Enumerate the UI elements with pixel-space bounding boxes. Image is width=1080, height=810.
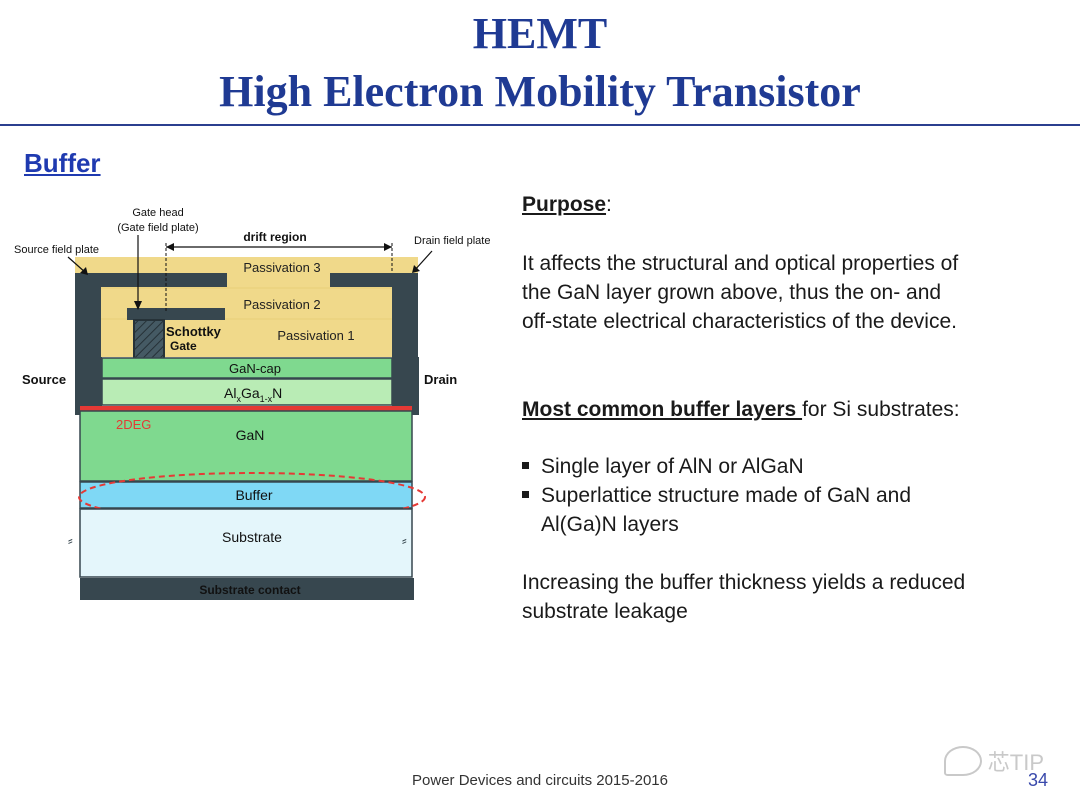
page-number: 34 (1027, 770, 1048, 790)
conclusion-line2: substrate leakage (522, 600, 688, 623)
slide-title-line2: High Electron Mobility Transistor (219, 67, 861, 116)
purpose-colon: : (606, 193, 612, 216)
gate-head-label-line2: (Gate field plate) (117, 222, 198, 234)
twodeg-label: 2DEG (116, 417, 151, 432)
gate-head-pointer-arrow-icon (134, 301, 142, 310)
hemt-cross-section-diagram: Passivation 3 Passivation 2 Passivation … (14, 207, 490, 600)
passivation1-label: Passivation 1 (277, 328, 354, 343)
purpose-label: Purpose (522, 193, 607, 216)
algan-ga: Ga (241, 385, 260, 401)
drift-region-label: drift region (243, 230, 306, 244)
substrate-label: Substrate (222, 529, 282, 545)
drain-field-plate-vertical (392, 273, 418, 357)
common-buffer-label: Most common buffer layers (522, 398, 803, 421)
substrate-break-right-icon: ⸗ (402, 533, 407, 549)
slide-title-line1: HEMT (472, 9, 608, 58)
passivation3-label: Passivation 3 (243, 260, 320, 275)
twodeg-line (80, 406, 412, 411)
bullet-item-1: Single layer of AlN or AlGaN (522, 452, 804, 481)
source-contact (75, 357, 102, 415)
purpose-text-line1: It affects the structural and optical pr… (522, 252, 959, 275)
footer-course: Power Devices and circuits 2015-2016 (412, 772, 668, 789)
substrate-contact-label: Substrate contact (199, 583, 300, 597)
source-field-plate-vertical (75, 273, 101, 357)
conclusion-line1: Increasing the buffer thickness yields a… (522, 571, 966, 594)
bullet-square-icon (522, 490, 529, 498)
gan-layer (79, 410, 413, 482)
algan-n: N (272, 385, 282, 401)
algan-x: x (236, 394, 241, 404)
algan-label: AlxGa1-xN (224, 385, 282, 404)
purpose-text-line3: off-state electrical characteristics of … (522, 310, 957, 333)
substrate-contact (80, 578, 414, 600)
source-label: Source (22, 372, 66, 387)
schottky-label-line1: Schottky (166, 324, 222, 339)
gate-head-label-line1: Gate head (132, 207, 183, 219)
wechat-logo-icon (943, 746, 982, 776)
buffer-layer (79, 481, 413, 509)
gan-cap-label: GaN-cap (229, 361, 281, 376)
source-field-plate-label: Source field plate (14, 244, 99, 256)
watermark: 芯TIP (943, 745, 1044, 777)
buffer-highlight-ellipse (78, 472, 426, 522)
buffer-label: Buffer (235, 487, 272, 503)
drain-label: Drain (424, 372, 457, 387)
section-heading: Buffer (24, 148, 101, 178)
algan-1x: 1-x (260, 394, 273, 404)
algan-layer (101, 378, 393, 406)
drift-region-arrow-left-icon (166, 243, 174, 251)
passivation2-label: Passivation 2 (243, 297, 320, 312)
source-field-plate (75, 273, 227, 287)
drain-field-plate-arrow-icon (412, 265, 420, 273)
bullet-square-icon (522, 461, 529, 469)
purpose-heading: Purpose: (522, 190, 612, 219)
schottky-gate (133, 319, 165, 361)
drain-field-plate-pointer (413, 250, 433, 272)
bullet-text-2-line1: Superlattice structure made of GaN and (541, 484, 912, 507)
common-buffer-suffix: for Si substrates: (802, 398, 960, 421)
gan-label: GaN (236, 427, 265, 443)
drift-region-arrow-right-icon (384, 243, 392, 251)
watermark-text: 芯TIP (987, 750, 1044, 775)
bullet-text-1: Single layer of AlN or AlGaN (541, 455, 804, 478)
purpose-text-line2: the GaN layer grown above, thus the on- … (522, 281, 942, 304)
title-divider (0, 124, 1080, 126)
common-buffer-heading: Most common buffer layers for Si substra… (522, 395, 960, 424)
substrate-break-left-icon: ⸗ (68, 533, 73, 549)
bullet-item-2: Superlattice structure made of GaN and (522, 481, 911, 510)
drain-contact (392, 357, 419, 415)
bullet-text-2-line2: Al(Ga)N layers (541, 513, 679, 536)
source-field-plate-arrow-icon (80, 267, 88, 275)
algan-al: Al (224, 385, 236, 401)
schottky-label-line2: Gate (170, 339, 197, 353)
gate-head (127, 308, 225, 320)
substrate-layer (79, 508, 413, 578)
drain-field-plate-label: Drain field plate (414, 235, 490, 247)
